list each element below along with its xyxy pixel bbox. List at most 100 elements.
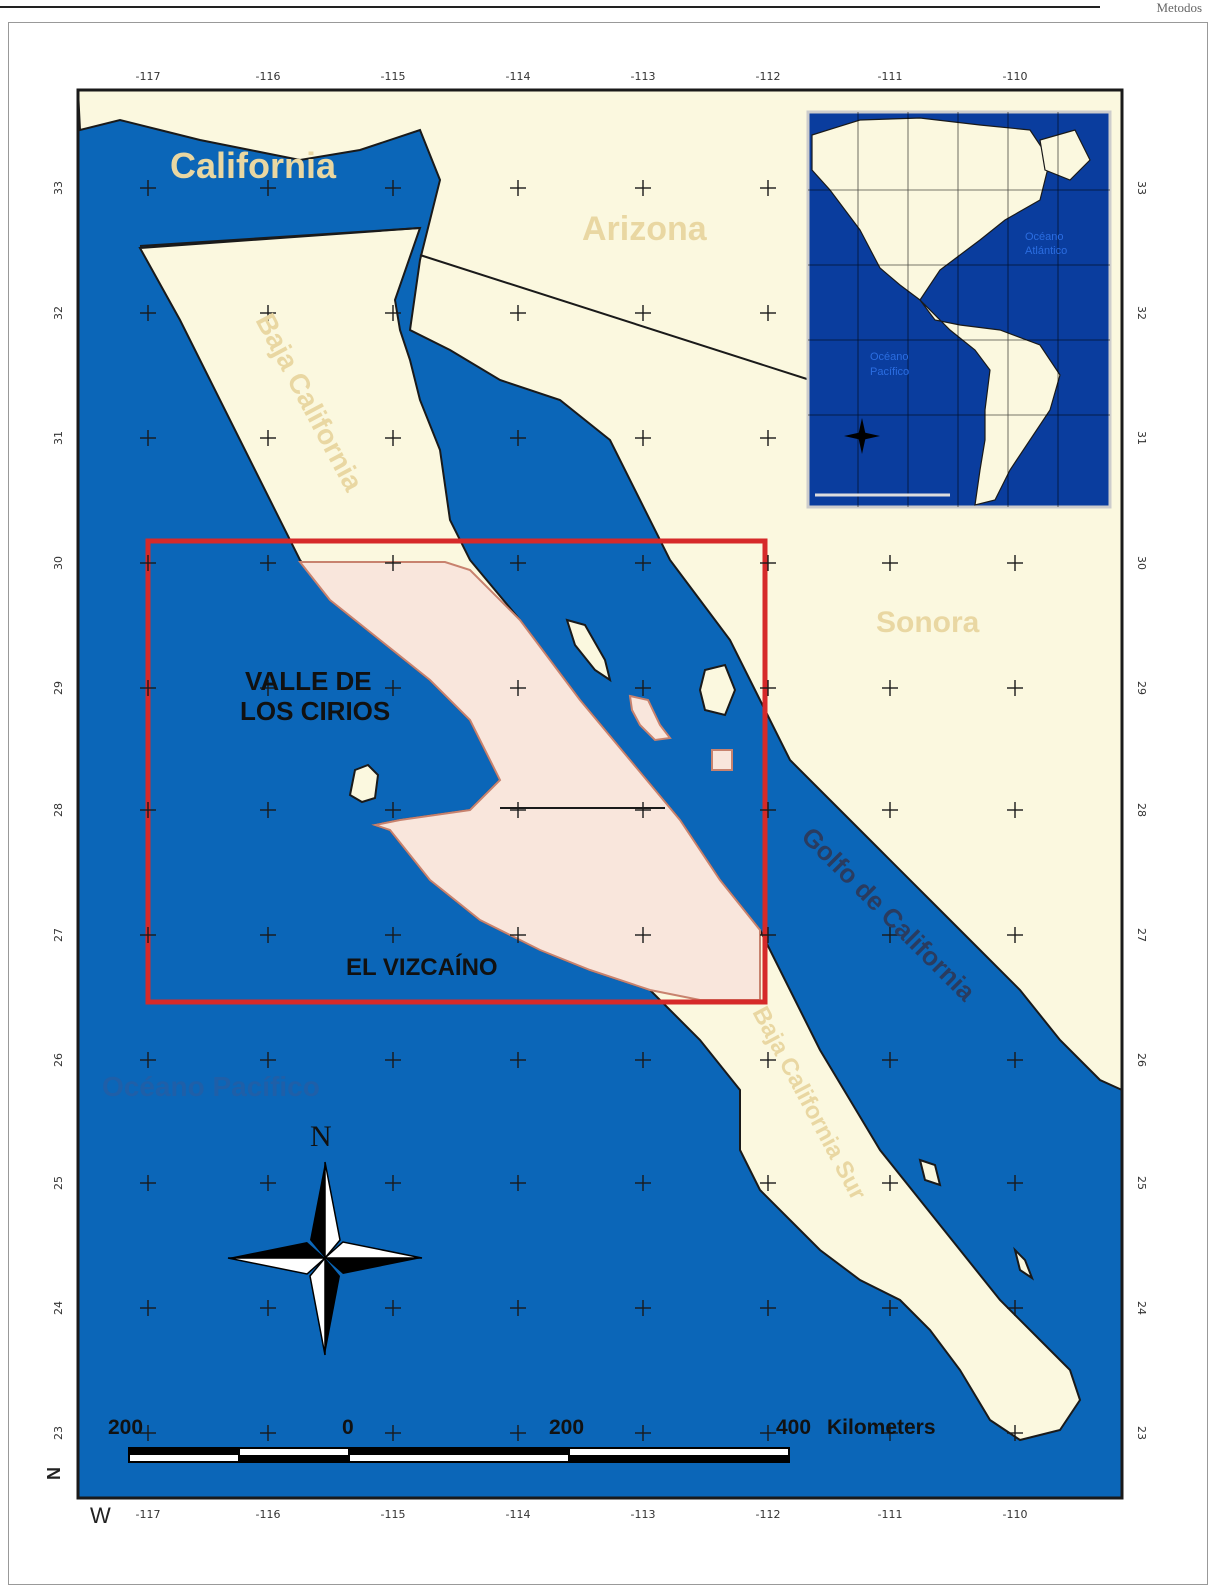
- top-ticks: -117-116-115-114-113-112-111-110: [136, 70, 1028, 83]
- island-cerralvo: [1013, 1246, 1035, 1281]
- grid-cross: [385, 1175, 401, 1191]
- grid-cross: [635, 1052, 651, 1068]
- left-tick-label: 26: [52, 1053, 65, 1067]
- label-el-vizcaino: EL VIZCAÍNO: [346, 953, 498, 981]
- grid-cross: [510, 1425, 526, 1441]
- grid-cross: [510, 555, 526, 571]
- top-tick-label: -114: [506, 70, 531, 83]
- right-tick-label: 25: [1135, 1176, 1148, 1190]
- left-tick-label: 28: [52, 803, 65, 817]
- left-tick-label: 32: [52, 306, 65, 320]
- grid-cross: [882, 1300, 898, 1316]
- grid-cross: [1007, 1175, 1023, 1191]
- grid-cross: [140, 802, 156, 818]
- label-sonora: Sonora: [876, 606, 980, 639]
- inset-compass-icon: [844, 418, 880, 454]
- grid-cross: [635, 802, 651, 818]
- island-angel: [565, 618, 612, 683]
- inset-pacifico-1: Océano: [870, 351, 909, 363]
- left-tick-label: 30: [52, 556, 65, 570]
- grid-cross: [510, 680, 526, 696]
- inset-atlantico-1: Océano: [1025, 231, 1064, 243]
- page-header: Metodos: [0, 0, 1216, 30]
- right-tick-label: 31: [1135, 431, 1148, 445]
- grid-cross: [1007, 1052, 1023, 1068]
- grid-crosses: [140, 180, 1023, 1441]
- top-tick-label: -113: [631, 70, 656, 83]
- grid-cross: [760, 430, 776, 446]
- scale-unit: Kilometers: [827, 1416, 936, 1439]
- corner-label-west: W: [90, 1503, 111, 1528]
- top-tick-label: -116: [256, 70, 281, 83]
- island-tiburon: [698, 663, 737, 717]
- grid-cross: [385, 305, 401, 321]
- left-tick-label: 31: [52, 431, 65, 445]
- grid-cross: [140, 1300, 156, 1316]
- left-tick-label: 27: [52, 928, 65, 942]
- grid-cross: [760, 1300, 776, 1316]
- top-tick-label: -115: [381, 70, 406, 83]
- grid-cross: [1007, 1425, 1023, 1441]
- scale-bar-seg-2: [240, 1449, 348, 1455]
- grid-cross: [760, 802, 776, 818]
- grid-cross: [140, 430, 156, 446]
- island-cedros: [348, 763, 380, 804]
- grid-cross: [882, 680, 898, 696]
- grid-cross: [635, 1175, 651, 1191]
- grid-cross: [260, 305, 276, 321]
- bottom-tick-label: -116: [256, 1508, 281, 1521]
- study-area: [297, 561, 761, 1001]
- header-rule: [0, 6, 1100, 8]
- page-frame: [8, 22, 1208, 1585]
- inset-americas: [811, 117, 1061, 506]
- bottom-tick-label: -114: [506, 1508, 531, 1521]
- map-border: [76, 88, 1124, 1500]
- inset-map: Océano Atlántico Océano Pacífico: [806, 110, 1112, 509]
- left-tick-label: 24: [52, 1301, 65, 1315]
- bottom-ticks: -117-116-115-114-113-112-111-110: [136, 1508, 1028, 1521]
- left-tick-label: 23: [52, 1426, 65, 1440]
- right-tick-label: 28: [1135, 803, 1148, 817]
- right-tick-label: 27: [1135, 928, 1148, 942]
- grid-cross: [882, 555, 898, 571]
- inset-atlantico-2: Atlántico: [1025, 245, 1067, 257]
- grid-cross: [140, 555, 156, 571]
- grid-cross: [260, 680, 276, 696]
- grid-cross: [510, 802, 526, 818]
- grid-cross: [635, 305, 651, 321]
- grid-cross: [510, 1300, 526, 1316]
- grid-cross: [760, 680, 776, 696]
- compass-north-label: N: [310, 1120, 332, 1153]
- grid-cross: [882, 1425, 898, 1441]
- grid-cross: [140, 180, 156, 196]
- grid-cross: [882, 1052, 898, 1068]
- grid-cross: [260, 555, 276, 571]
- label-oceano-pacifico: Océano Pacífico: [102, 1071, 320, 1102]
- bottom-tick-label: -111: [878, 1508, 903, 1521]
- scale-bar-seg-4: [570, 1449, 788, 1455]
- grid-cross: [635, 1425, 651, 1441]
- scale-bar-seg-3: [350, 1455, 568, 1461]
- grid-cross: [510, 1052, 526, 1068]
- bottom-tick-label: -115: [381, 1508, 406, 1521]
- grid-cross: [140, 1052, 156, 1068]
- label-valle-2: LOS CIRIOS: [240, 696, 390, 726]
- corner-label-south: N: [44, 1467, 64, 1480]
- scale-label-200-right: 200: [549, 1416, 584, 1439]
- grid-cross: [260, 1052, 276, 1068]
- right-tick-label: 32: [1135, 306, 1148, 320]
- scale-bar-seg-1: [130, 1455, 238, 1461]
- grid-cross: [760, 305, 776, 321]
- right-tick-label: 33: [1135, 181, 1148, 195]
- right-tick-label: 29: [1135, 681, 1148, 695]
- grid-cross: [635, 430, 651, 446]
- grid-cross: [760, 1175, 776, 1191]
- grid-cross: [510, 927, 526, 943]
- grid-cross: [385, 802, 401, 818]
- grid-cross: [385, 555, 401, 571]
- inset-pacifico-2: Pacífico: [870, 366, 909, 378]
- grid-cross: [510, 305, 526, 321]
- top-tick-label: -112: [756, 70, 781, 83]
